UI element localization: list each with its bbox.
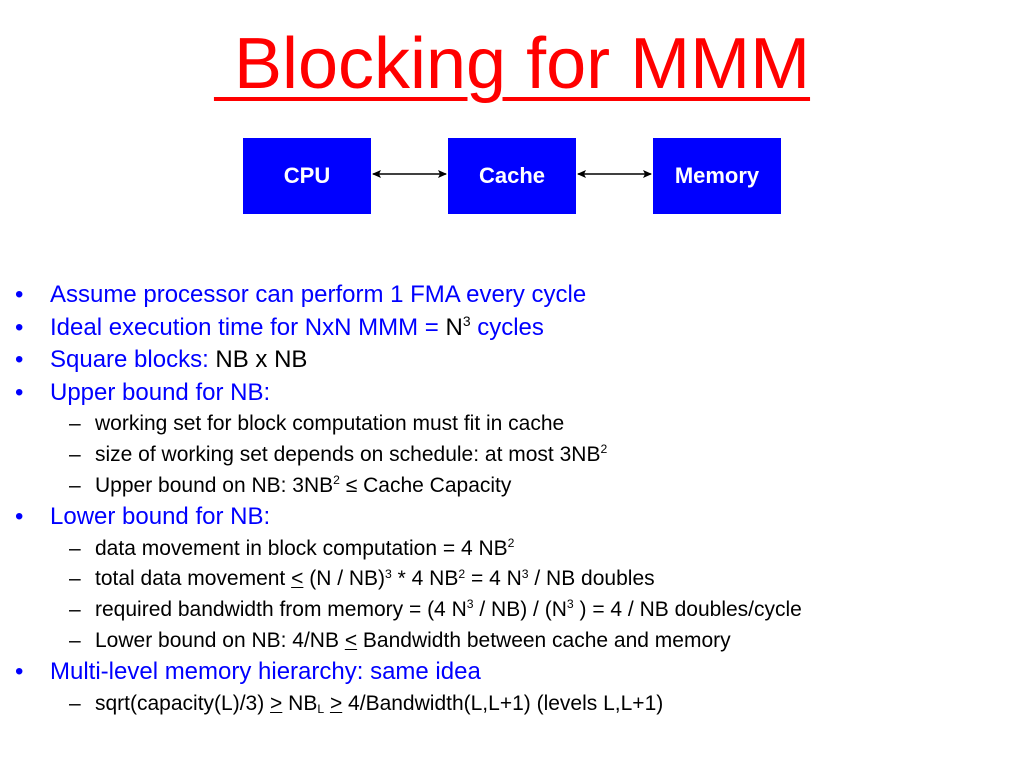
bullet-text: Multi-level memory hierarchy: same idea (50, 658, 481, 686)
dash-marker: – (69, 412, 81, 436)
subscript: L (317, 702, 325, 717)
bullet-item: • Upper bound for NB: (0, 377, 1024, 410)
bullet-item: • Multi-level memory hierarchy: same idea (0, 656, 1024, 689)
bullet-list: • Assume processor can perform 1 FMA ever… (0, 279, 1024, 719)
bullet-text: / NB doubles (528, 567, 655, 591)
bullet-text: ) = 4 / NB doubles/cycle (573, 597, 802, 621)
bullet-text: / NB) / (N (473, 597, 567, 621)
bullet-item: • Square blocks: NB x NB (0, 344, 1024, 377)
bullet-text: data movement in block computation = 4 N… (95, 536, 508, 560)
dash-marker: – (69, 628, 81, 652)
bullet-item: • Assume processor can perform 1 FMA ever… (0, 279, 1024, 312)
bullet-text: * 4 NB (391, 567, 459, 591)
dash-marker: – (69, 473, 81, 497)
sub-bullet-item: –total data movement < (N / NB)3 * 4 NB2… (0, 564, 1024, 595)
bullet-marker: • (15, 281, 24, 308)
bullet-text: < (344, 628, 358, 652)
dash-marker: – (69, 567, 81, 591)
dash-marker: – (69, 597, 81, 621)
bullet-text: (N / NB) (303, 567, 386, 591)
bullet-text: size of working set depends on schedule:… (95, 442, 601, 466)
cache-memory-arrow (577, 170, 652, 178)
bullet-marker: • (15, 378, 24, 406)
sub-bullet-item: –working set for block computation must … (0, 409, 1024, 440)
bullet-text: > (329, 691, 343, 715)
memory-box: Memory (653, 138, 781, 214)
sub-bullet-item: –sqrt(capacity(L)/3) > NBL > 4/Bandwidth… (0, 689, 1024, 720)
sub-bullet-item: –Upper bound on NB: 3NB2 ≤ Cache Capacit… (0, 471, 1024, 502)
bullet-text: Ideal execution time for NxN MMM = (50, 313, 446, 341)
bullet-text: cycles (470, 313, 544, 341)
bullet-marker: • (15, 658, 24, 686)
superscript: 3 (466, 597, 474, 612)
bullet-text: Lower bound for NB: (50, 503, 271, 531)
bullet-text: < (291, 567, 304, 591)
dash-marker: – (69, 442, 81, 466)
cache-box: Cache (448, 138, 576, 214)
sub-bullet-item: –required bandwidth from memory = (4 N3 … (0, 595, 1024, 626)
superscript: 2 (507, 536, 515, 551)
bullet-marker: • (15, 313, 24, 341)
sub-bullet-item: –data movement in block computation = 4 … (0, 534, 1024, 565)
bullet-text: working set for block computation must f… (95, 412, 565, 436)
bullet-text: Upper bound for NB: (50, 378, 271, 406)
bullet-item: • Ideal execution time for NxN MMM = N3 c… (0, 312, 1024, 345)
sub-bullet-item: –Lower bound on NB: 4/NB < Bandwidth bet… (0, 626, 1024, 657)
bullet-text: Bandwidth between cache and memory (357, 628, 731, 652)
bullet-text: total data movement (95, 567, 292, 591)
superscript: 2 (600, 442, 608, 457)
bullet-text: 4/Bandwidth(L,L+1) (levels L,L+1) (342, 691, 664, 715)
bullet-marker: • (15, 346, 24, 374)
dash-marker: – (69, 691, 81, 715)
bullet-text: Upper bound on NB: 3NB (95, 473, 334, 497)
superscript: 3 (521, 566, 529, 581)
bullet-marker: • (15, 503, 24, 531)
bullet-text: Lower bound on NB: 4/NB (95, 628, 345, 652)
bullet-text: Square blocks: (50, 346, 216, 374)
cpu-box: CPU (243, 138, 371, 214)
superscript: 3 (385, 566, 392, 581)
bullet-text: ≤ Cache Capacity (339, 473, 512, 497)
bullet-text: Assume processor can perform 1 FMA every… (50, 281, 587, 308)
sub-bullet-item: –size of working set depends on schedule… (0, 440, 1024, 471)
superscript: 3 (566, 597, 574, 612)
cpu-cache-arrow (372, 170, 447, 178)
bullet-text: sqrt(capacity(L)/3) (95, 691, 271, 715)
bullet-text: NB (282, 691, 318, 715)
superscript: 2 (458, 566, 466, 581)
superscript: 3 (462, 312, 471, 329)
superscript: 2 (333, 473, 340, 488)
bullet-text: > (270, 691, 283, 715)
dash-marker: – (69, 536, 81, 560)
bullet-text: NB x NB (215, 346, 308, 374)
bullet-text: = 4 N (465, 567, 522, 591)
slide-title: Blocking for MMM (213, 24, 811, 104)
bullet-item: • Lower bound for NB: (0, 501, 1024, 534)
bullet-text: N (445, 313, 463, 341)
bullet-text: required bandwidth from memory = (4 N (95, 597, 467, 621)
